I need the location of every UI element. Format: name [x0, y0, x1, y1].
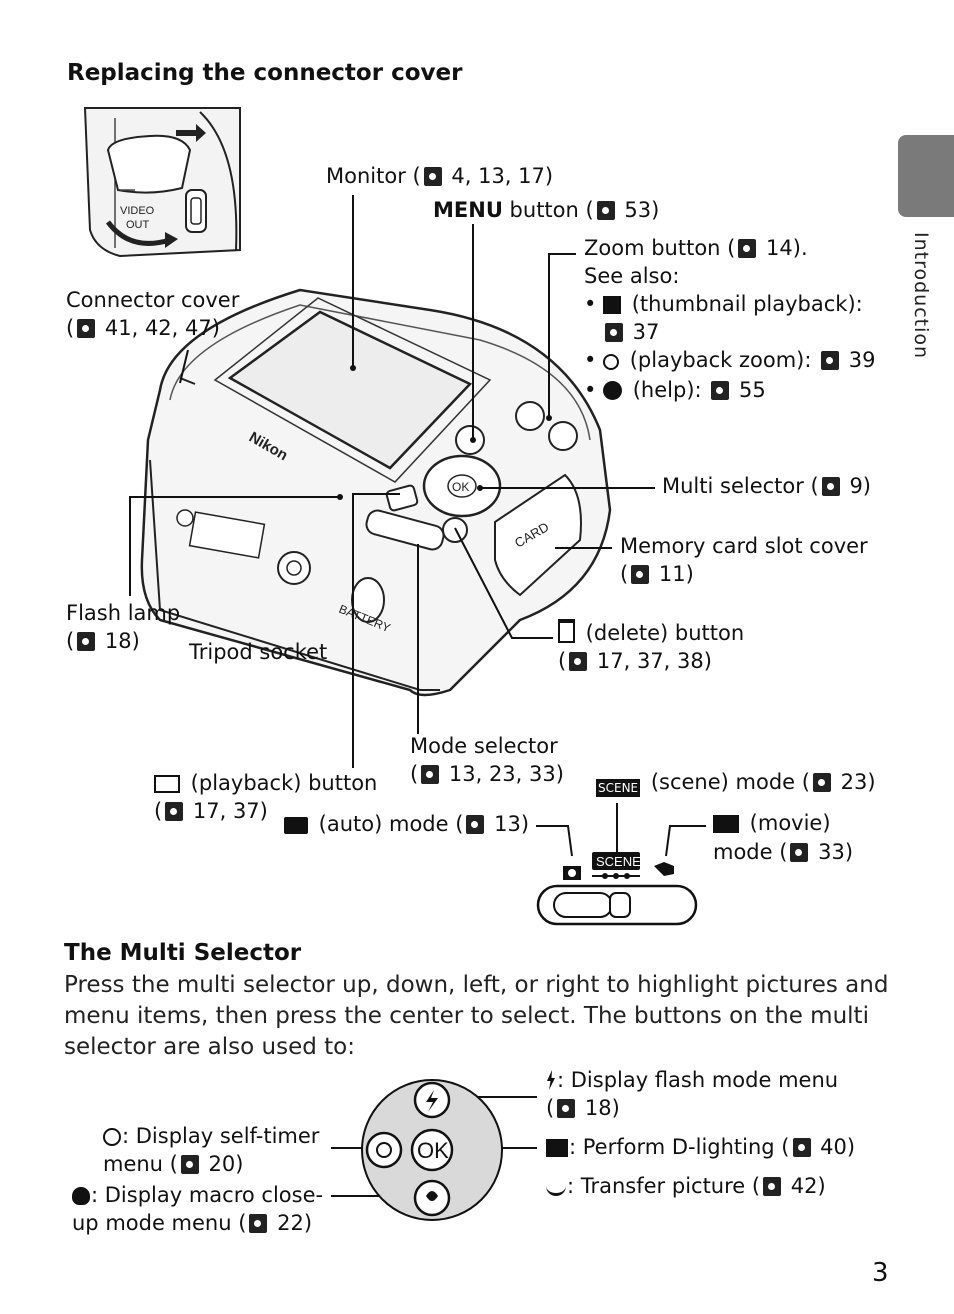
scene-badge-text: SCENE — [596, 854, 641, 869]
body-paragraph: Press the multi selector up, down, left,… — [64, 972, 889, 1060]
multi-selector-illustration: OK — [361, 1079, 503, 1221]
camera-icon — [284, 817, 308, 834]
inset-video-text: VIDEO — [120, 205, 155, 217]
playback-icon — [154, 775, 180, 793]
callout-monitor: Monitor ( 4, 13, 17) — [326, 164, 554, 188]
trash-icon — [558, 619, 575, 643]
camera-illustration — [140, 288, 612, 697]
callout-delete-line2: ( 17, 37, 38) — [558, 649, 712, 673]
callout-flash-lamp-line2: ( 18) — [66, 629, 140, 653]
callout-memory-card-line2: ( 11) — [620, 562, 694, 586]
page-ref-icon — [790, 843, 809, 862]
callout-zoom-help: • (help): 55 — [584, 378, 766, 402]
callout-scene-mode: SCENE (scene) mode ( 23) — [596, 770, 876, 797]
multi-flash-line1: : Display flash mode menu — [546, 1066, 838, 1094]
callout-zoom-thumbnail: • (thumbnail playback): — [584, 292, 863, 316]
page-ref-icon — [180, 1155, 199, 1174]
side-tab — [898, 135, 954, 217]
callout-tripod-socket: Tripod socket — [189, 640, 328, 664]
page-ref-icon — [711, 381, 730, 400]
page-ref-icon — [763, 1177, 782, 1196]
inset-out-text: OUT — [126, 219, 150, 231]
callout-mode-selector-line1: Mode selector — [410, 734, 558, 758]
page-ref-icon — [792, 1138, 811, 1157]
callout-memory-card-line1: Memory card slot cover — [620, 534, 868, 558]
multi-self-timer-line2: menu ( 20) — [103, 1152, 244, 1176]
multi-transfer: : Transfer picture ( 42) — [546, 1172, 826, 1200]
camera-ok-text: OK — [452, 480, 469, 494]
page-ref-icon — [77, 632, 96, 651]
page-ref-icon — [631, 565, 650, 584]
thumbnail-icon — [603, 296, 622, 314]
page-ref-icon — [569, 652, 588, 671]
section-title-multi-selector: The Multi Selector — [64, 940, 302, 966]
magnifier-icon — [603, 354, 620, 370]
page-ref-icon — [77, 319, 96, 338]
page-ref-icon — [466, 815, 485, 834]
movie-icon — [713, 815, 739, 833]
d-lighting-icon — [546, 1139, 568, 1157]
callout-zoom-line1: Zoom button ( 14). — [584, 236, 808, 260]
callout-movie-line2: mode ( 33) — [713, 840, 854, 864]
page-number: 3 — [872, 1258, 889, 1288]
callout-playback-line2: ( 17, 37) — [154, 799, 268, 823]
page-ref-icon — [249, 1214, 268, 1233]
connector-inset-illustration — [83, 107, 241, 258]
callout-connector-cover-line2: ( 41, 42, 47) — [66, 316, 220, 340]
page-ref-icon — [557, 1099, 576, 1118]
self-timer-icon — [103, 1128, 121, 1146]
macro-icon — [72, 1187, 90, 1205]
leader-lines — [129, 195, 706, 1197]
section-title-connector: Replacing the connector cover — [67, 60, 463, 86]
multi-macro-line2: up mode menu ( 22) — [72, 1211, 313, 1235]
callout-multi-selector: Multi selector ( 9) — [662, 474, 871, 498]
mode-selector-illustration: SCENE — [536, 852, 698, 926]
multi-ok-text: OK — [417, 1138, 449, 1163]
callout-connector-cover-line1: Connector cover — [66, 288, 240, 312]
callout-zoom-line2: See also: — [584, 264, 680, 288]
multi-self-timer-line1: : Display self-timer — [103, 1122, 319, 1150]
page-ref-icon — [421, 765, 440, 784]
callout-flash-lamp-line1: Flash lamp — [66, 601, 181, 625]
callout-zoom-thumbnail-pages: 37 — [602, 318, 659, 346]
callout-menu-button: MENU button ( 53) — [433, 198, 660, 222]
help-icon — [603, 381, 623, 400]
flash-icon — [547, 1070, 555, 1090]
callout-zoom-playback: • (playback zoom): 39 — [584, 348, 876, 372]
callout-movie-line1: (movie) — [713, 809, 831, 837]
multi-flash-line2: ( 18) — [546, 1096, 620, 1120]
callout-auto-mode: (auto) mode ( 13) — [284, 810, 529, 838]
page-ref-icon — [596, 201, 615, 220]
page-ref-icon — [423, 167, 442, 186]
page-ref-icon — [821, 351, 840, 370]
transfer-icon — [546, 1183, 566, 1196]
scene-icon: SCENE — [596, 779, 641, 797]
page-ref-icon — [812, 773, 831, 792]
callout-mode-selector-line2: ( 13, 23, 33) — [410, 762, 564, 786]
multi-d-lighting: : Perform D-lighting ( 40) — [546, 1133, 855, 1161]
page-ref-icon — [605, 323, 623, 342]
callout-playback-line1: (playback) button — [154, 769, 377, 797]
page-ref-icon — [821, 477, 840, 496]
page-ref-icon — [738, 239, 757, 258]
multi-macro-line1: : Display macro close- — [72, 1181, 323, 1209]
side-tab-label: Introduction — [910, 232, 932, 360]
page-ref-icon — [165, 802, 184, 821]
callout-delete-line1: (delete) button — [558, 619, 744, 647]
